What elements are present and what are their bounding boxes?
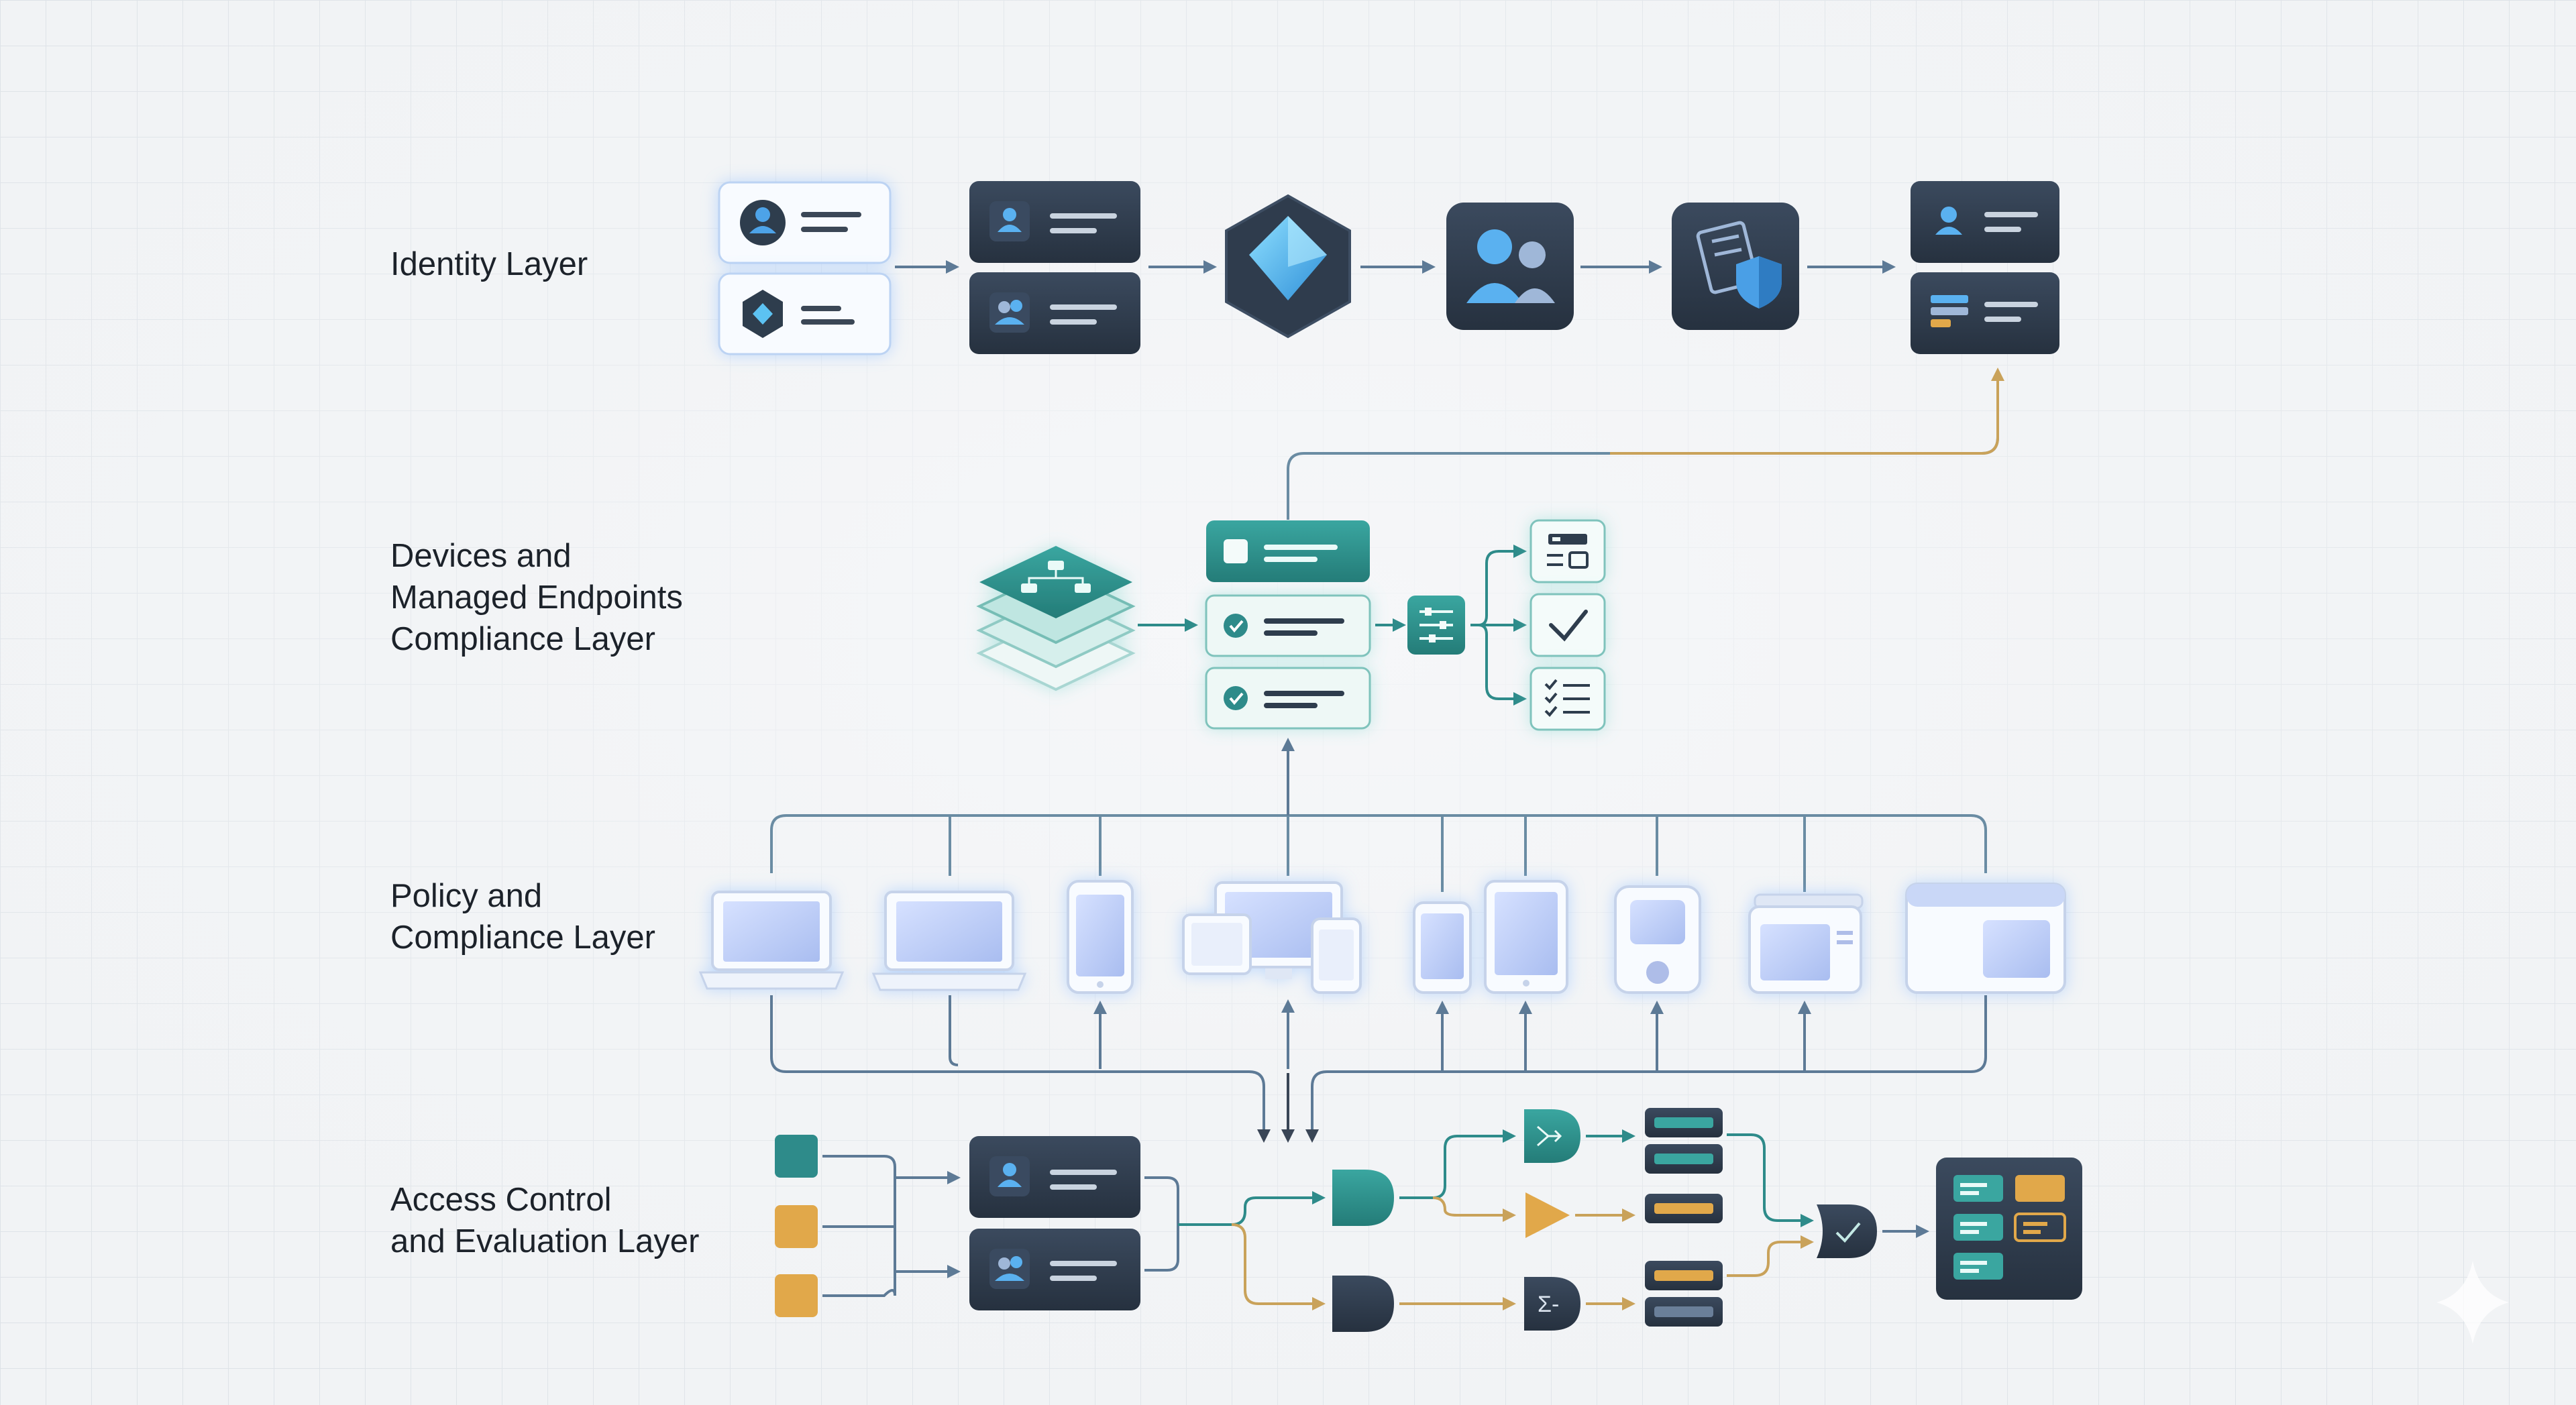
form-result-icon	[1529, 519, 1606, 583]
input-square-teal	[775, 1135, 818, 1178]
access-subject-card-user	[969, 1136, 1140, 1218]
sum-gate-icon: Σ-	[1524, 1277, 1580, 1331]
decision-gate-icon	[1817, 1204, 1877, 1258]
policy-shield-icon	[1672, 203, 1799, 330]
access-layer-row: Σ-	[775, 1108, 2082, 1332]
laptop-icon-2	[871, 891, 1027, 991]
sparkle-icon	[2436, 1261, 2509, 1344]
identity-light-card-gem	[718, 272, 892, 355]
devices-layer-label: Devices and Managed Endpoints Compliance…	[390, 538, 683, 657]
users-icon	[989, 292, 1030, 333]
sum-gate-label: Σ-	[1538, 1292, 1559, 1317]
ipod-device-icon	[1614, 885, 1701, 994]
appliance-device-icon	[1748, 893, 1864, 994]
policy-devices-row	[698, 880, 2066, 994]
laptop-icon	[698, 891, 845, 990]
identity-dark-card-user	[969, 181, 1140, 263]
device-status-card-header	[1206, 520, 1370, 582]
users-icon	[989, 1249, 1030, 1289]
large-display-icon	[1905, 883, 2066, 994]
status-bar-stack-top	[1645, 1108, 1723, 1223]
identity-light-card-user	[718, 181, 892, 264]
check-circle-icon	[1224, 614, 1248, 638]
checklist-result-icon	[1529, 667, 1606, 731]
user-icon	[740, 200, 786, 245]
device-status-card-check-1	[1205, 594, 1371, 657]
smartphone-icon	[1067, 880, 1134, 994]
input-square-amber-2	[775, 1274, 818, 1317]
identity-layer-label: Identity Layer	[390, 246, 588, 282]
buffer-triangle-icon	[1525, 1192, 1570, 1238]
access-subject-card-group	[969, 1229, 1140, 1310]
checkmark-result-icon	[1529, 593, 1606, 657]
and-gate-icon-2	[1332, 1276, 1394, 1332]
device-status-card-check-2	[1205, 667, 1371, 730]
splitter-gate-icon	[1524, 1109, 1580, 1163]
input-square-amber	[775, 1205, 818, 1248]
users-group-icon	[1446, 203, 1574, 330]
list-icon	[1931, 295, 1968, 303]
tablet-icon	[1484, 880, 1568, 994]
and-gate-icon	[1332, 1170, 1394, 1226]
layers-stack-icon	[976, 546, 1136, 691]
identity-provider-gem-icon	[1225, 194, 1351, 339]
identity-output-card-list	[1911, 272, 2059, 354]
access-decision-board	[1936, 1158, 2082, 1300]
identity-layer-row	[718, 181, 2059, 355]
status-bar-stack-bottom	[1645, 1261, 1723, 1327]
access-layer-label: Access Control and Evaluation Layer	[390, 1182, 700, 1259]
multi-device-icon	[1182, 881, 1362, 994]
user-icon	[1941, 207, 1957, 223]
identity-output-card-user	[1911, 181, 2059, 263]
policy-layer-label: Policy and Compliance Layer	[390, 878, 655, 956]
router-sliders-icon	[1407, 596, 1465, 655]
smartphone-icon-2	[1413, 901, 1472, 994]
check-circle-icon	[1224, 686, 1248, 710]
identity-dark-card-group	[969, 272, 1140, 354]
devices-layer-row	[976, 519, 1606, 731]
